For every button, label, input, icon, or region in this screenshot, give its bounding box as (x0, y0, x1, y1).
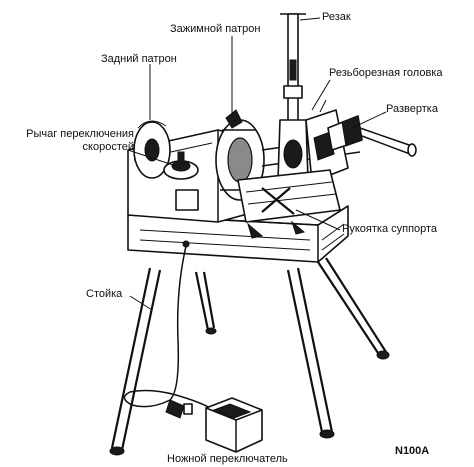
label-carriage-handle: Рукоятка суппорта (342, 223, 438, 235)
leader-cutter (299, 17, 321, 21)
clamp-chuck (215, 109, 265, 209)
speed-lever (163, 151, 199, 180)
label-foot-switch: Ножной переключатель (167, 453, 288, 465)
power-cable (123, 245, 211, 409)
label-rear-chuck: Задний патрон (101, 53, 177, 65)
label-cutter: Резак (322, 11, 351, 23)
leader-reamer (351, 111, 387, 129)
foot-switch-pedal (205, 397, 263, 453)
leader-stand (129, 295, 153, 311)
cable-plug (165, 399, 193, 419)
leader-speed-lever (127, 149, 177, 167)
leader-carriage-handle (295, 209, 341, 231)
label-reamer: Развертка (386, 103, 438, 115)
cutter-tool (277, 13, 309, 181)
model-code: N100A (395, 445, 430, 457)
leader-die-head (311, 79, 331, 111)
leader-lines (127, 17, 387, 311)
label-clamp-chuck: Зажимной патрон (170, 23, 261, 35)
rear-chuck (133, 120, 171, 179)
label-die-head: Резьборезная головка (329, 67, 443, 79)
reamer-tool (327, 115, 417, 157)
label-stand: Стойка (86, 288, 123, 300)
label-speed-lever: Рычаг переключения скоростей (26, 128, 134, 153)
stand-legs (109, 257, 390, 456)
carriage (237, 169, 341, 239)
